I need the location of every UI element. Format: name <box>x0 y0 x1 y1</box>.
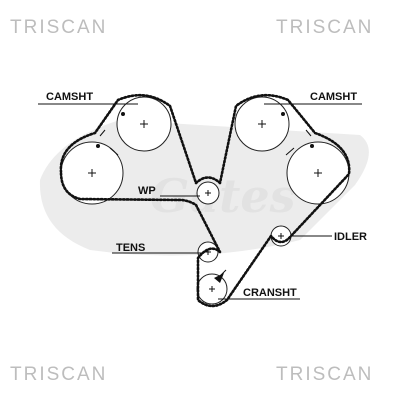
label-crankshaft: CRANSHT <box>243 287 297 299</box>
label-idler: IDLER <box>334 231 367 243</box>
label-tensioner: TENS <box>116 242 145 254</box>
label-water-pump: WP <box>138 185 156 197</box>
crankshaft-timing-arrow <box>214 273 224 283</box>
label-leaders <box>38 103 362 300</box>
timing-belt <box>59 93 351 308</box>
watermark-bottom-left: TRISCAN <box>10 364 107 385</box>
timing-mark-right-outer <box>310 144 314 148</box>
watermark-top-left: TRISCAN <box>10 17 107 38</box>
timing-dash-left-2 <box>109 147 119 156</box>
label-camshaft-right: CAMSHT <box>310 91 357 103</box>
timing-mark-left-outer <box>96 144 100 148</box>
timing-dash-left <box>99 129 106 137</box>
crankshaft-timing-line <box>219 269 227 277</box>
watermark-bottom-right: TRISCAN <box>276 364 373 385</box>
timing-mark-left-inner <box>121 112 125 116</box>
timing-marks <box>96 112 314 283</box>
timing-dash-right <box>305 129 312 137</box>
pulley-center-marks <box>88 120 322 292</box>
timing-mark-right-inner <box>281 112 285 116</box>
timing-dash-right-2 <box>285 147 295 156</box>
label-camshaft-left: CAMSHT <box>46 91 93 103</box>
watermark-top-right: TRISCAN <box>276 17 373 38</box>
